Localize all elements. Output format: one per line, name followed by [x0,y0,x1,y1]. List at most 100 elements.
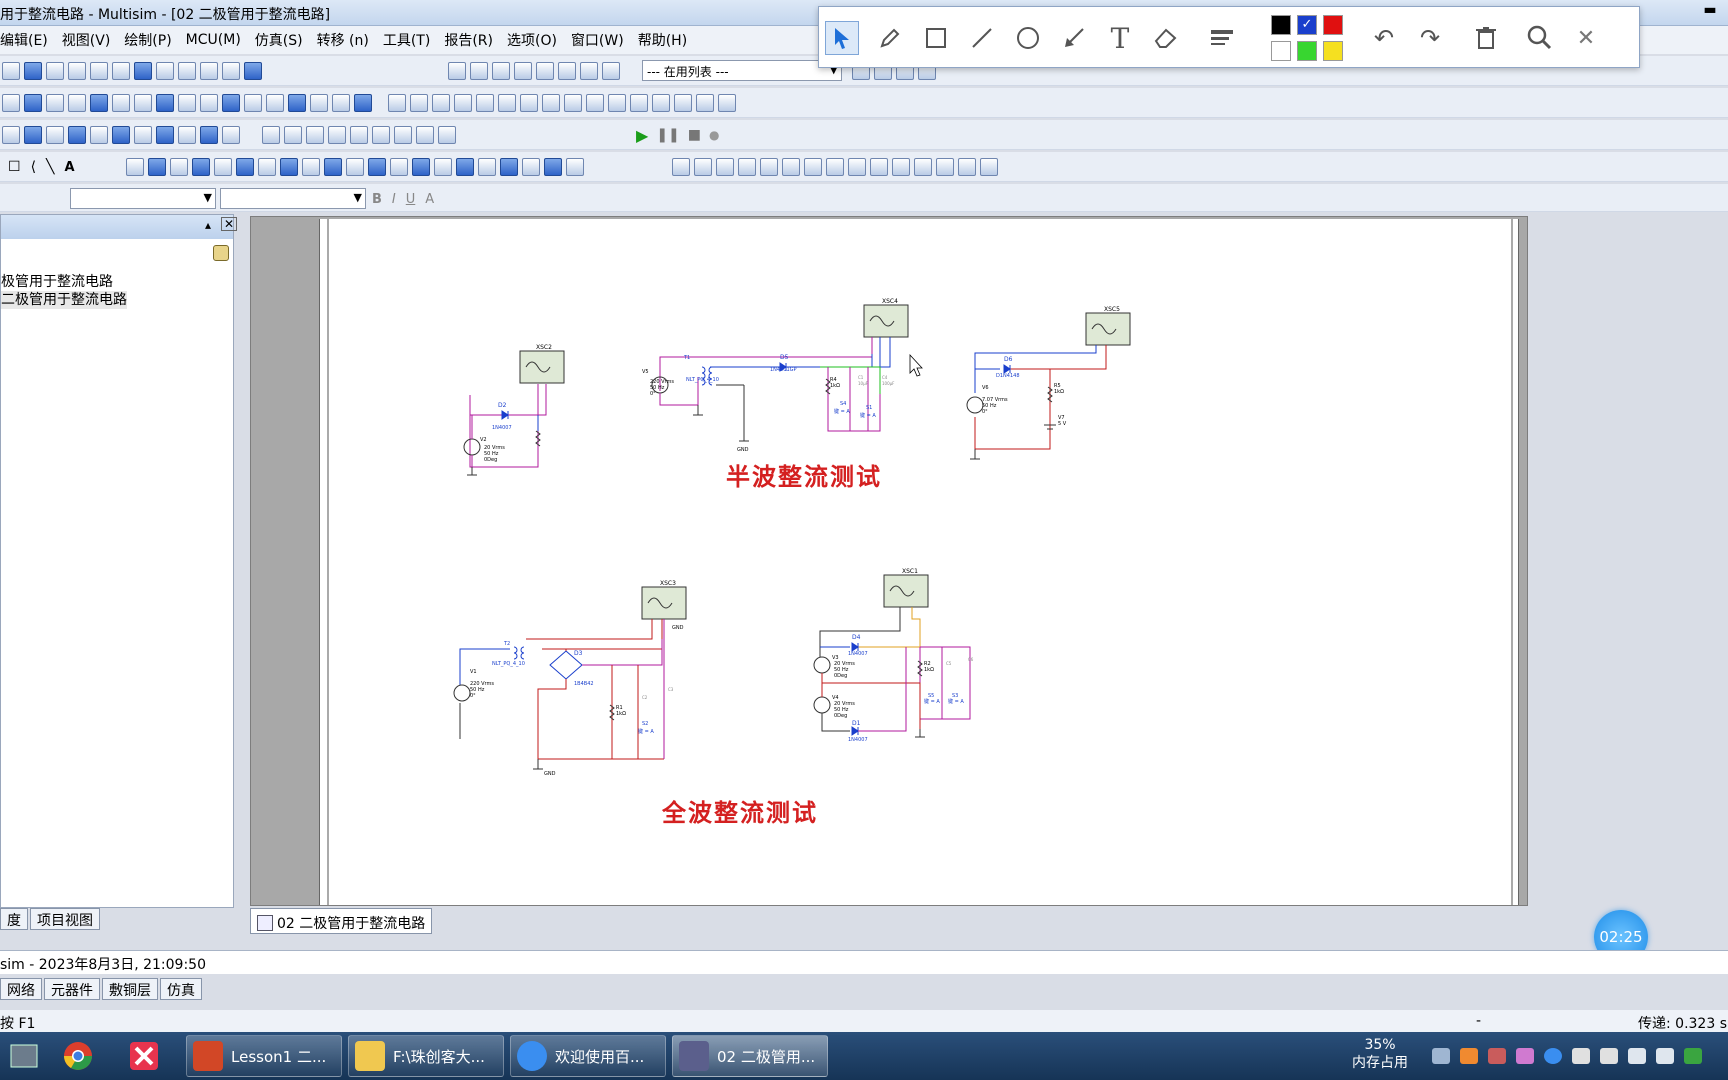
toolbar-icon[interactable] [284,126,302,144]
toolbar-icon[interactable] [498,94,516,112]
menu-transfer[interactable]: 转移 (n) [316,33,369,49]
app-tray-icon-3[interactable] [1516,1048,1534,1064]
pause-icon[interactable]: ❚❚ [656,127,680,143]
nvidia-icon[interactable] [1684,1048,1702,1064]
trash-icon[interactable] [1469,21,1503,55]
toolbar-icon[interactable] [214,158,232,176]
toolbar-icon[interactable] [718,94,736,112]
toolbar-icon[interactable] [178,94,196,112]
schematic-sheet[interactable]: XSC2 D2 1N4007 V2 20 Vrms 50 Hz 0Deg [319,219,1519,905]
toolbar-icon[interactable] [438,126,456,144]
toolbar-icon[interactable] [536,62,554,80]
network-icon[interactable] [1656,1048,1674,1064]
toolbar-icon[interactable] [434,158,452,176]
pointer-icon[interactable] [825,21,859,55]
stop-icon[interactable]: ■ [687,127,702,143]
toolbar-icon[interactable] [760,158,778,176]
underline-icon[interactable]: U [405,191,416,207]
toolbar-icon[interactable] [346,158,364,176]
volume-icon[interactable] [1628,1048,1646,1064]
toolbar-icon[interactable] [674,94,692,112]
line-width-icon[interactable] [1205,21,1239,55]
tab-project-view[interactable]: 项目视图 [30,908,100,930]
toolbar-icon[interactable] [90,94,108,112]
toolbar-icon[interactable] [586,94,604,112]
bold-icon[interactable]: B [372,191,382,207]
line-tool-icon[interactable]: ╲ [46,159,55,175]
toolbar-icon[interactable] [200,126,218,144]
toolbar-icon[interactable] [156,62,174,80]
toolbar-icon[interactable] [410,94,428,112]
toolbar-icon[interactable] [848,158,866,176]
toolbar-icon[interactable] [542,94,560,112]
toolbar-icon[interactable] [332,94,350,112]
toolbar-icon[interactable] [178,126,196,144]
toolbar-icon[interactable] [222,94,240,112]
keyboard-tray-icon[interactable] [1432,1048,1450,1064]
toolbar-icon[interactable] [368,158,386,176]
toolbar-icon[interactable] [112,62,130,80]
pen-icon[interactable] [873,21,907,55]
toolbar-icon[interactable] [170,158,188,176]
toolbar-icon[interactable] [782,158,800,176]
toolbar-icon[interactable] [310,94,328,112]
toolbar-icon[interactable] [544,158,562,176]
polyline-tool-icon[interactable]: ⟨ [30,159,37,175]
baidu-tray-icon[interactable] [1544,1048,1562,1064]
toolbar-icon[interactable] [324,158,342,176]
toolbar-icon[interactable] [454,94,472,112]
menu-simulate[interactable]: 仿真(S) [254,33,303,49]
document-tab[interactable]: 02 二极管用于整流电路 [250,908,433,934]
toolbar-icon[interactable] [2,62,20,80]
toolbar-icon[interactable] [302,158,320,176]
toolbar-icon[interactable] [126,158,144,176]
toolbar-icon[interactable] [288,94,306,112]
schematic-workspace[interactable]: XSC2 D2 1N4007 V2 20 Vrms 50 Hz 0Deg [250,216,1528,906]
zoom-icon[interactable] [1523,21,1557,55]
toolbar-icon[interactable] [244,94,262,112]
tab-copper-layers[interactable]: 敷铜层 [102,978,158,1000]
toolbar-icon[interactable] [134,126,152,144]
toolbar-icon[interactable] [156,94,174,112]
toolbar-icon[interactable] [514,62,532,80]
toolbar-icon[interactable] [156,126,174,144]
menu-window[interactable]: 窗口(W) [570,33,624,49]
toolbar-icon[interactable] [936,158,954,176]
pin-icon[interactable]: ▴ [205,218,212,232]
menu-help[interactable]: 帮助(H) [637,33,688,49]
task-baidu[interactable]: 欢迎使用百... [510,1035,666,1077]
toolbar-icon[interactable] [522,158,540,176]
tray-icon[interactable] [1600,1048,1618,1064]
toolbar-icon[interactable] [200,94,218,112]
toolbar-icon[interactable] [914,158,932,176]
toolbar-icon[interactable] [222,62,240,80]
toolbar-icon[interactable] [24,94,42,112]
toolbar-icon[interactable] [134,94,152,112]
toolbar-icon[interactable] [68,94,86,112]
menu-place[interactable]: 绘制(P) [124,33,172,49]
tab-simulation[interactable]: 仿真 [160,978,202,1000]
toolbar-icon[interactable] [388,94,406,112]
toolbar-icon[interactable] [564,94,582,112]
toolbar-icon[interactable] [112,126,130,144]
toolbar-icon[interactable] [870,158,888,176]
toolbar-icon[interactable] [390,158,408,176]
toolbar-icon[interactable] [24,62,42,80]
color-yellow[interactable] [1323,41,1343,61]
toolbar-icon[interactable] [694,158,712,176]
xmind-icon[interactable] [124,1037,164,1075]
menu-tools[interactable]: 工具(T) [382,33,431,49]
toolbar-icon[interactable] [354,94,372,112]
toolbar-icon[interactable] [24,126,42,144]
menu-edit[interactable]: 编辑(E) [0,33,48,49]
toolbar-icon[interactable] [826,158,844,176]
toolbar-icon[interactable] [580,62,598,80]
toolbar-icon[interactable] [520,94,538,112]
color-blue[interactable]: ✓ [1297,15,1317,35]
rectangle-tool-icon[interactable]: ☐ [8,159,21,175]
tree-item-root[interactable]: 极管用于整流电路 [1,274,113,290]
close-icon[interactable]: ✕ [1576,25,1596,51]
toolbar-icon[interactable] [46,94,64,112]
toolbar-icon[interactable] [266,94,284,112]
toolbar-icon[interactable] [476,94,494,112]
